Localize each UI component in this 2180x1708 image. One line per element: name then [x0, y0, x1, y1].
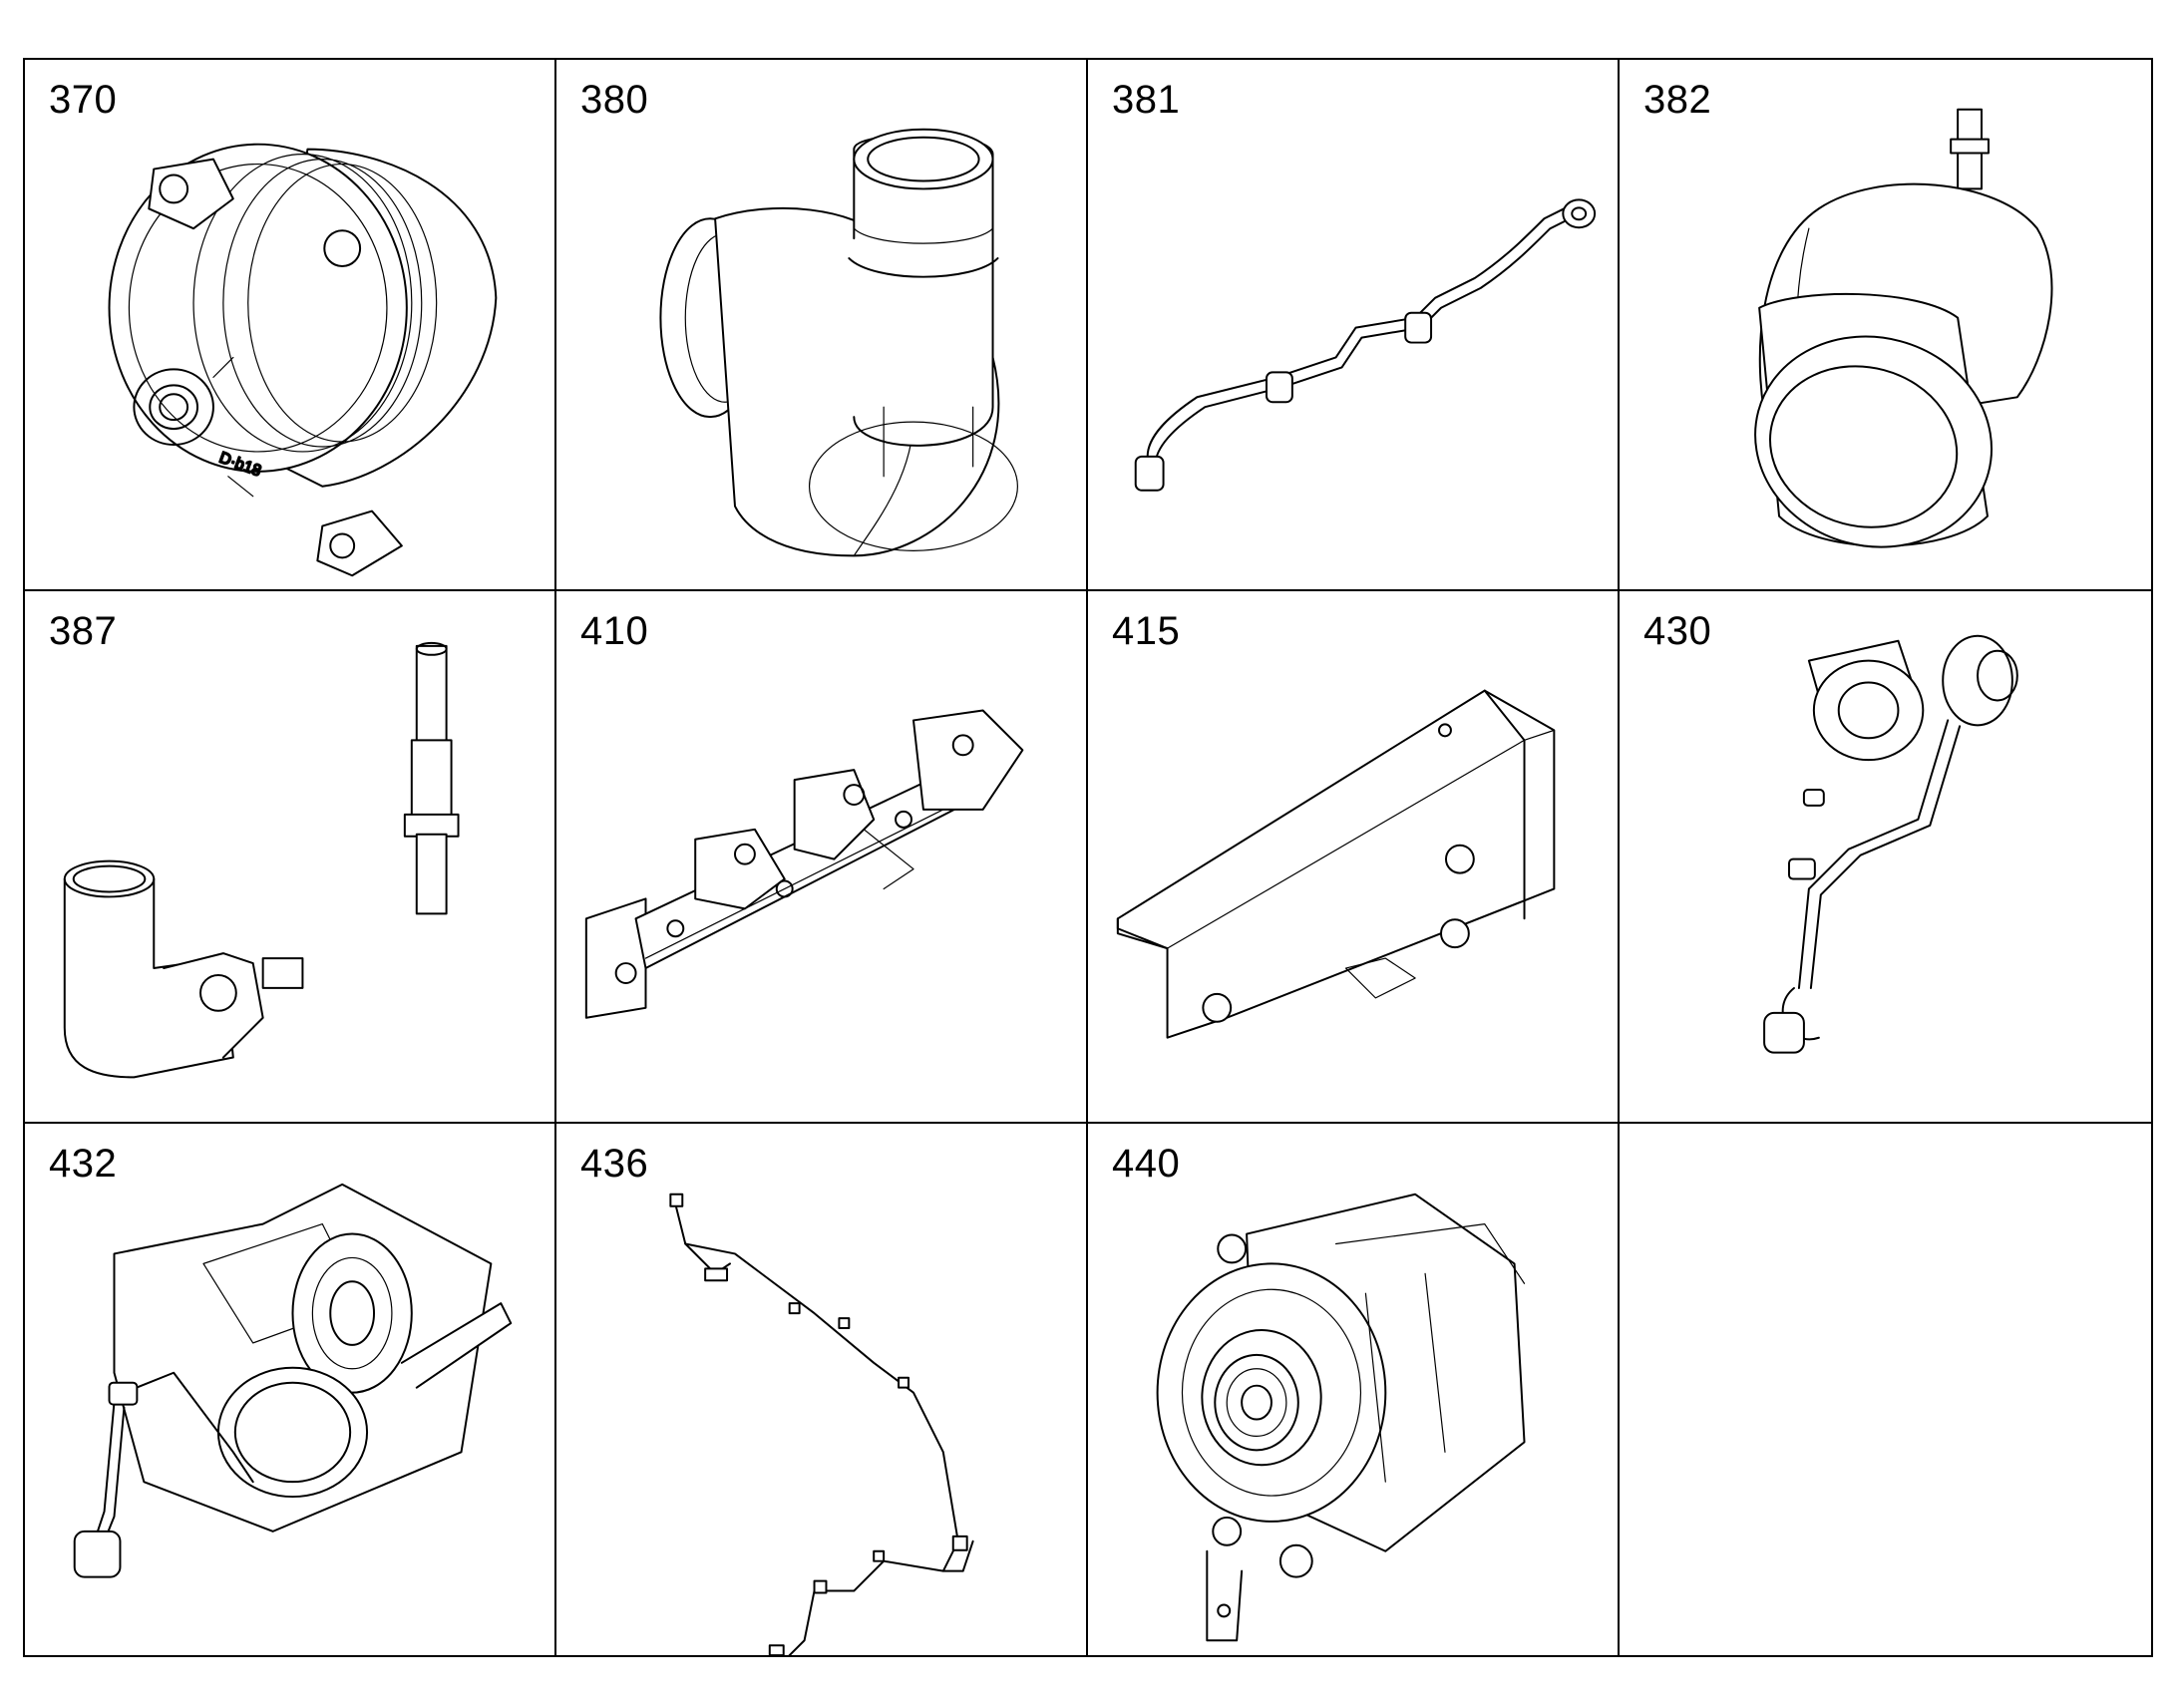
part-cell-436[interactable]: 436	[556, 1123, 1088, 1655]
part-number: 387	[49, 609, 118, 654]
part-number: 440	[1112, 1141, 1181, 1186]
part-number: 430	[1643, 609, 1712, 654]
pipe-elbow-icon	[1754, 108, 2053, 548]
part-cell-440[interactable]: 440	[1088, 1123, 1620, 1655]
turbocharger-icon	[1763, 635, 2018, 1054]
alternator-icon	[1156, 1193, 1526, 1641]
part-cell-382[interactable]: 382	[1620, 60, 2151, 592]
part-cell-380[interactable]: 380	[556, 60, 1088, 592]
water-pump-icon: D·b18	[108, 143, 498, 577]
part-cell-370[interactable]: 370 D·b18	[25, 60, 556, 592]
part-cell-387[interactable]: 387	[25, 591, 556, 1124]
part-number: 382	[1643, 78, 1712, 122]
parts-grid: 370 D·b18 380	[23, 58, 2153, 1657]
exhaust-manifold-icon	[584, 709, 1024, 1020]
part-number: 380	[580, 78, 649, 122]
part-cell-415[interactable]: 415	[1088, 591, 1620, 1124]
heat-shield-icon	[1116, 689, 1556, 1039]
part-number: 381	[1112, 78, 1181, 122]
part-number: 410	[580, 609, 649, 654]
part-cell-430[interactable]: 430	[1620, 591, 2151, 1124]
part-number: 432	[49, 1141, 118, 1186]
empty-cell	[1620, 1124, 2151, 1655]
part-number: 415	[1112, 609, 1181, 654]
elbow-and-sleeve-icon	[63, 642, 460, 1079]
part-number: 370	[49, 78, 118, 122]
part-cell-432[interactable]: 432	[25, 1123, 556, 1655]
turbo-outlet-elbow-icon	[659, 128, 1018, 557]
turbocharger-assembly-icon	[73, 1183, 513, 1578]
part-cell-410[interactable]: 410	[556, 591, 1088, 1124]
wiring-harness-icon	[669, 1193, 974, 1655]
part-number: 436	[580, 1141, 649, 1186]
nozzle-pipe-icon	[1134, 198, 1597, 492]
part-cell-381[interactable]: 381	[1088, 60, 1620, 592]
